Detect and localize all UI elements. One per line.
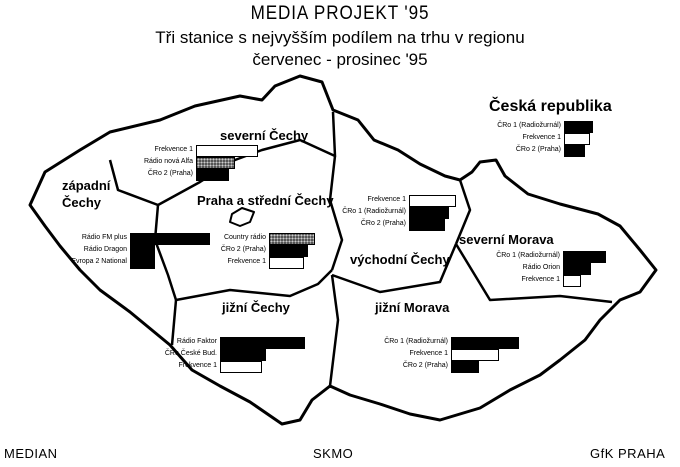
bar: [130, 245, 155, 257]
border-sever-praha: [108, 111, 337, 207]
bar: [269, 245, 308, 257]
bar-label: ČRo 2 (Praha): [402, 362, 448, 369]
region-label-ceska-republika: Česká republika: [489, 98, 612, 115]
bar: [269, 233, 315, 245]
bar: [409, 207, 449, 219]
footer-gfk: GfK PRAHA: [590, 446, 666, 461]
region-label-vychodni-cechy: východní Čechy: [350, 252, 450, 267]
region-label-severni-cechy: severní Čechy: [220, 128, 309, 143]
bar-label: Country rádio: [223, 234, 266, 241]
bar-label: ČRo České Bud.: [164, 350, 217, 357]
bar: [563, 251, 606, 263]
border-praha-jih: [175, 269, 333, 302]
bar-label: Rádio Orion: [522, 264, 560, 271]
bar-label: ČRo 2 (Praha): [147, 170, 193, 177]
bar: [220, 361, 262, 373]
bar-label: Frekvence 1: [227, 258, 266, 265]
bar: [409, 195, 456, 207]
bar-label: ČRo 1 (Radiožurnál): [342, 208, 406, 215]
bar-label: Frekvence 1: [521, 276, 560, 283]
bar-label: Rádio FM plus: [81, 234, 127, 241]
border-zapad-praha: [153, 204, 178, 301]
bar-label: Rádio Faktor: [176, 338, 217, 345]
region-label-severni-morava: severní Morava: [459, 232, 554, 247]
bar-label: Rádio Dragon: [83, 246, 127, 253]
region-label-zapadni-cechy: západní Čechy: [62, 178, 111, 210]
bar: [563, 263, 591, 275]
bar: [564, 121, 593, 133]
bar-label: Evropa 2 National: [71, 258, 127, 265]
subtitle-line-1: Tři stanice s nejvyšším podílem na trhu …: [155, 28, 525, 47]
region-label-jizni-morava: jižní Morava: [375, 300, 450, 315]
subtitle-line-2: červenec - prosinec '95: [252, 50, 428, 69]
prague-outline: [229, 207, 255, 227]
bar: [220, 349, 266, 361]
bar-label: ČRo 2 (Praha): [515, 146, 561, 153]
footer-skmo: SKMO: [313, 446, 354, 461]
border-jcechy-jmorava: [328, 274, 340, 387]
border-zapad-jih: [170, 299, 178, 346]
bar-label: Frekvence 1: [522, 134, 561, 141]
bar-label: Rádio nová Alfa: [143, 158, 193, 165]
bar-label: ČRo 1 (Radiožurnál): [384, 338, 448, 345]
bar-label: ČRo 2 (Praha): [220, 246, 266, 253]
bar-label: ČRo 1 (Radiožurnál): [497, 122, 561, 129]
bar: [451, 349, 499, 361]
bar: [563, 275, 581, 287]
bar-label: Frekvence 1: [409, 350, 448, 357]
bar: [564, 133, 590, 145]
bar: [196, 145, 258, 157]
bar-label: Frekvence 1: [154, 146, 193, 153]
bar: [269, 257, 304, 269]
bar: [451, 361, 479, 373]
country-border: [28, 74, 658, 426]
region-label-jizni-cechy: jižní Čechy: [222, 300, 290, 315]
bar-label: ČRo 2 (Praha): [360, 220, 406, 227]
bar-label: ČRo 1 (Radiožurnál): [496, 252, 560, 259]
bar: [196, 169, 229, 181]
footer-median: MEDIAN: [4, 446, 58, 461]
bar-label: Frekvence 1: [178, 362, 217, 369]
border-vychod-smorava: [454, 179, 472, 245]
region-label-praha: Praha a střední Čechy: [197, 193, 334, 208]
page-title: MEDIA PROJEKT '95: [250, 3, 430, 24]
bar: [130, 233, 210, 245]
bar: [564, 145, 585, 157]
border-vychod-jmorava: [331, 243, 458, 294]
bar: [196, 157, 235, 169]
border-praha-vychod: [328, 155, 344, 271]
border-smorava-jmorava: [454, 243, 613, 304]
bar: [451, 337, 519, 349]
bar-label: Frekvence 1: [367, 196, 406, 203]
bar: [220, 337, 305, 349]
bar: [130, 257, 155, 269]
bar: [409, 219, 445, 231]
